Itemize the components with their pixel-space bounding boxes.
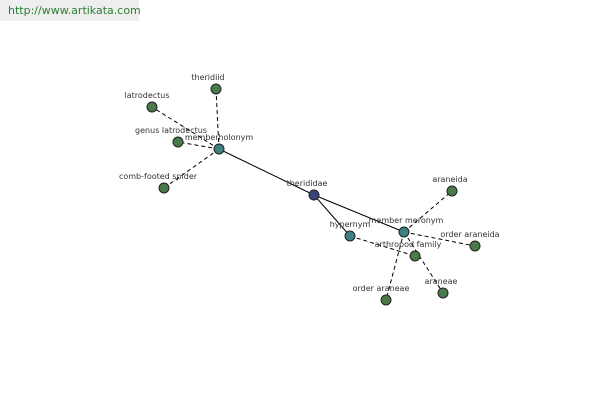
node-label-araneida[interactable]: araneida [432,175,467,184]
node-memberholonym[interactable] [213,143,225,155]
edge-member-meronym-araneida [403,190,453,233]
graph-edges [151,88,476,301]
node-label-member-meronym[interactable]: member meronym [369,216,444,225]
edge-hypernym-arthropod-family [349,235,416,257]
edge-therididae-memberholonym [218,148,315,196]
node-label-memberholonym[interactable]: memberholonym [185,133,254,142]
edge-member-meronym-araneae [403,231,444,294]
source-url-link[interactable]: http://www.artikata.com [0,0,141,21]
node-araneida[interactable] [446,185,458,197]
node-label-order-araneida[interactable]: order araneida [440,230,499,239]
edge-memberholonym-latrodectus [151,106,220,150]
node-label-order-araneae[interactable]: order araneae [353,284,410,293]
node-member-meronym[interactable] [398,226,410,238]
node-latrodectus[interactable] [146,101,158,113]
node-label-comb-footed-spider[interactable]: comb-footed spider [119,172,198,181]
graph-nodes [146,83,481,306]
edge-member-meronym-order-araneida [403,231,476,247]
node-comb-footed-spider[interactable] [158,182,170,194]
node-theridiid[interactable] [210,83,222,95]
node-label-genus-latrodectus[interactable]: genus latrodectus [135,126,207,135]
edge-memberholonym-comb-footed-spider [163,148,220,189]
node-label-araneae[interactable]: araneae [425,277,458,286]
node-order-araneae[interactable] [380,294,392,306]
node-therididae[interactable] [308,189,320,201]
edge-member-meronym-order-araneae [385,231,405,301]
node-label-therididae[interactable]: therididae [287,179,328,188]
node-label-hypernym[interactable]: hypernym [330,220,371,229]
node-label-latrodectus[interactable]: latrodectus [124,91,169,100]
node-arthropod-family[interactable] [409,250,421,262]
edge-therididae-hypernym [313,194,351,237]
node-label-arthropod-family[interactable]: arthropod family [375,240,442,249]
edge-memberholonym-theridiid [215,88,220,150]
edge-therididae-member-meronym [313,194,405,233]
node-genus-latrodectus[interactable] [172,136,184,148]
node-order-araneida[interactable] [469,240,481,252]
node-araneae[interactable] [437,287,449,299]
node-label-theridiid[interactable]: theridiid [191,73,224,82]
node-hypernym[interactable] [344,230,356,242]
